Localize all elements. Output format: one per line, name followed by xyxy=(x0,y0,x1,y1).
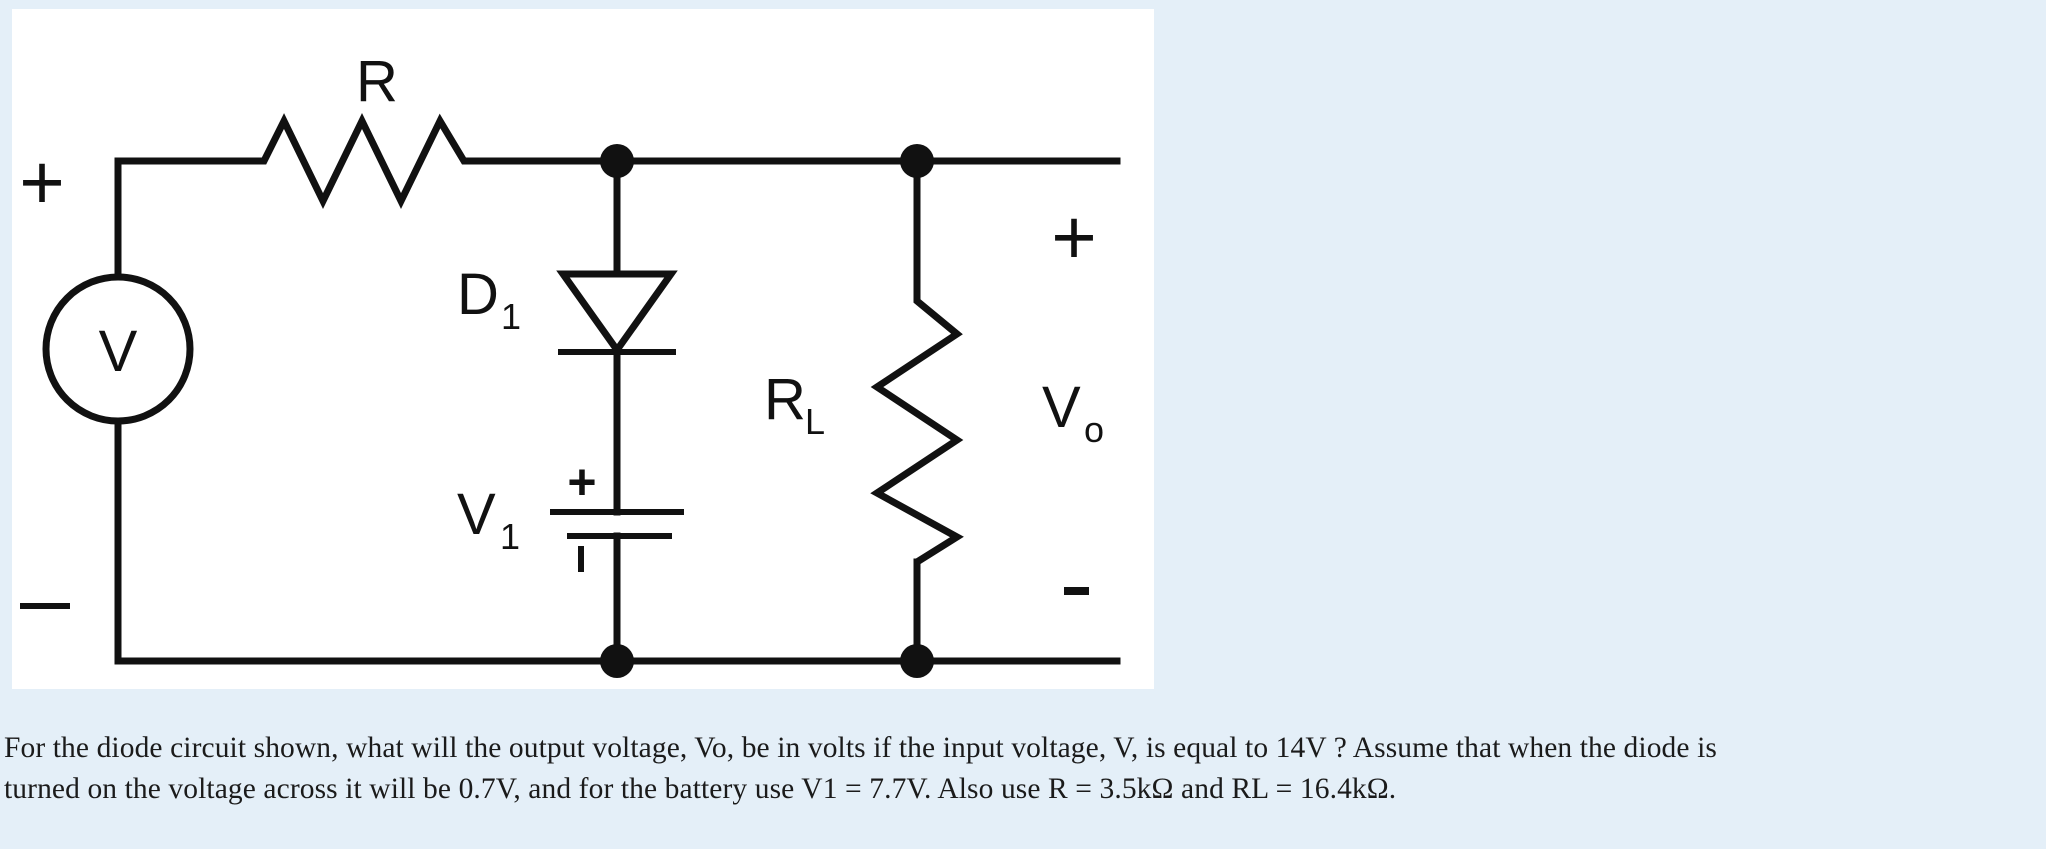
node-dot-rl-bottom xyxy=(900,644,934,678)
load-resistor-label-subscript: L xyxy=(805,401,825,442)
resistor-r-zigzag xyxy=(241,113,486,209)
load-resistor-label-r: R xyxy=(764,367,806,432)
resistor-label-r: R xyxy=(356,49,398,114)
source-plus-sign: + xyxy=(19,138,65,226)
output-label-v: V xyxy=(1042,375,1081,440)
source-label-v: V xyxy=(99,319,138,384)
circuit-diagram: V + + D 1 V 1 xyxy=(19,49,1121,678)
question-line-1: For the diode circuit shown, what will t… xyxy=(4,732,1717,764)
resistor-rl-zigzag xyxy=(870,290,964,573)
output-label-subscript: o xyxy=(1084,409,1104,450)
question-line-2: turned on the voltage across it will be … xyxy=(4,773,1397,805)
node-dot-diode-top xyxy=(600,144,634,178)
battery-label-v: V xyxy=(457,482,496,547)
output-minus-sign xyxy=(1064,587,1089,595)
battery-plus-sign: + xyxy=(567,454,596,510)
diode-label-subscript: 1 xyxy=(501,296,521,337)
circuit-figure-panel: V + + D 1 V 1 xyxy=(12,9,1154,689)
node-dot-rl-top xyxy=(900,144,934,178)
output-plus-sign: + xyxy=(1051,193,1097,281)
battery-label-subscript: 1 xyxy=(500,516,520,557)
node-dot-diode-bottom xyxy=(600,644,634,678)
diode-label-d: D xyxy=(457,262,499,327)
question-text-block: For the diode circuit shown, what will t… xyxy=(4,728,2042,810)
diode-triangle xyxy=(556,270,678,357)
